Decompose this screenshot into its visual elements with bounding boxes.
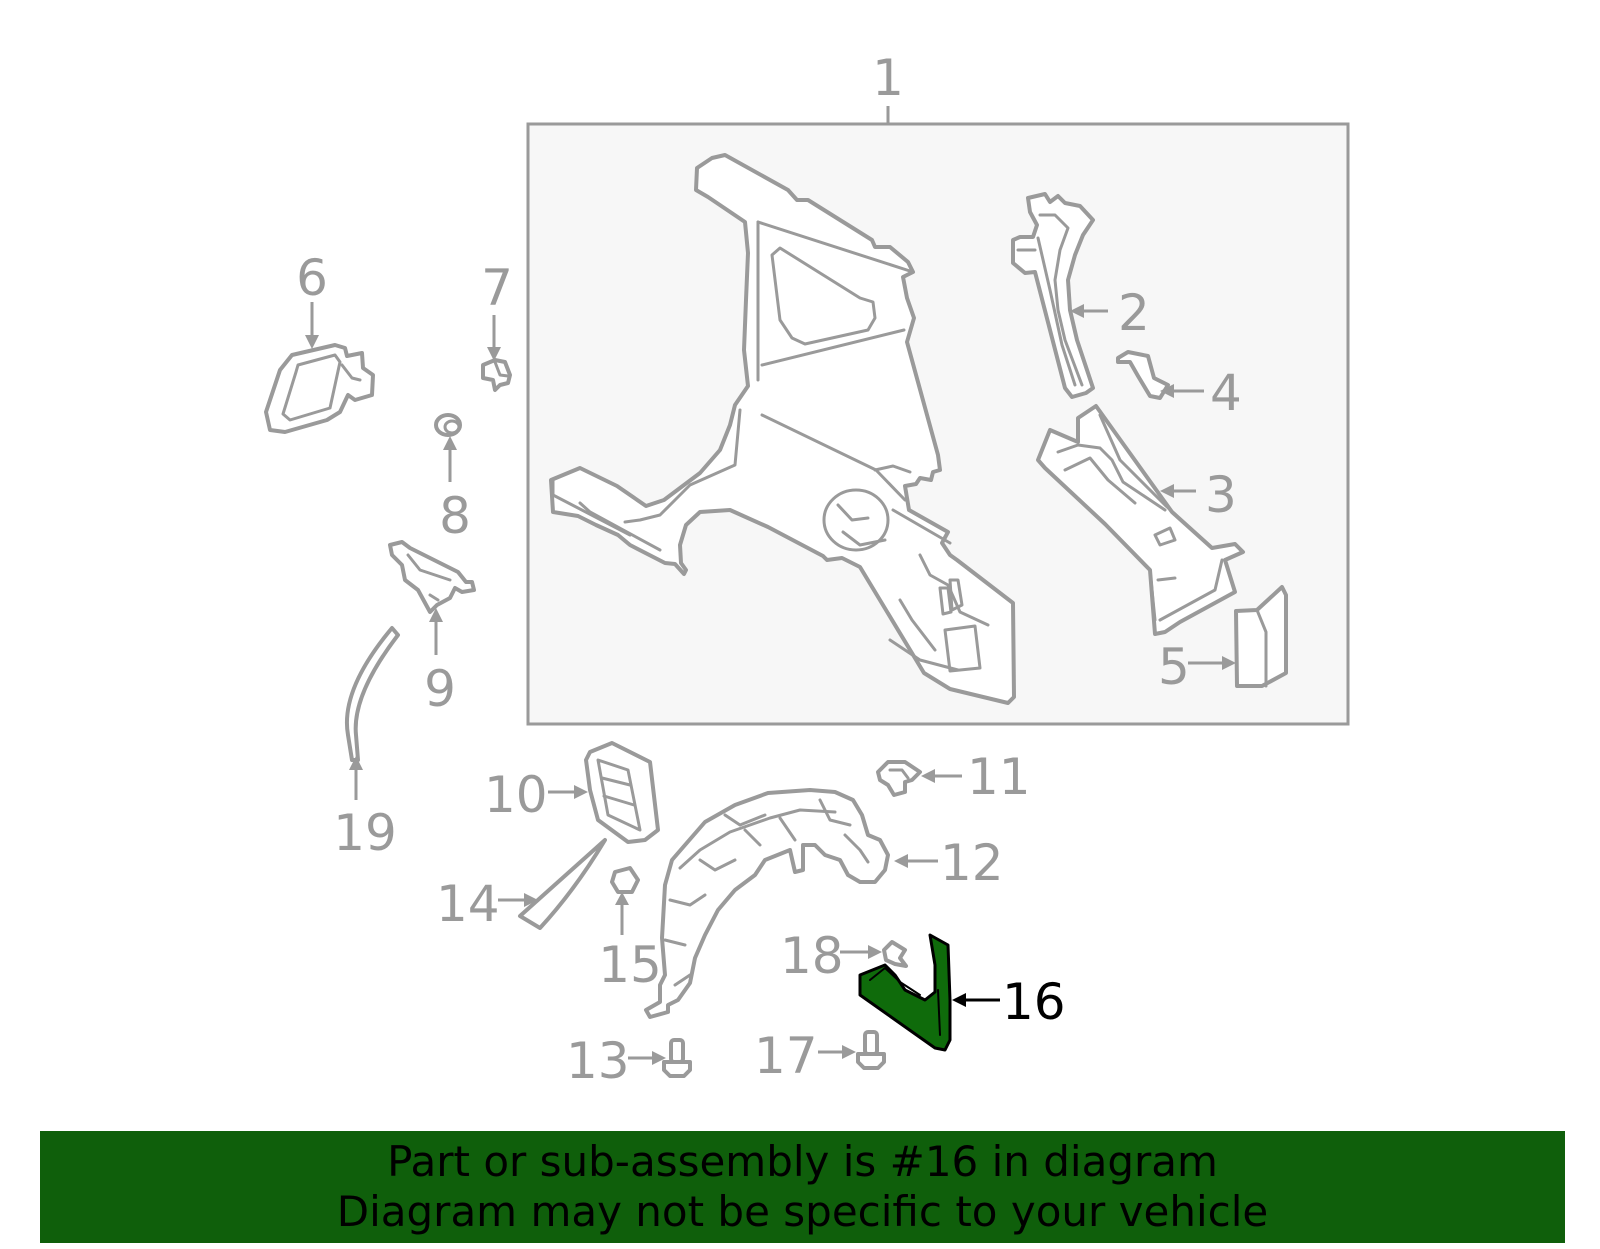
fuel-door-part <box>264 343 375 434</box>
bolt-part-17 <box>856 1030 886 1070</box>
grommet-part <box>434 413 462 437</box>
label-11[interactable]: 11 <box>967 748 1031 806</box>
weatherstrip-part <box>345 626 400 762</box>
arrow-8 <box>443 436 457 450</box>
pillar-reinforcement-part <box>1011 192 1095 399</box>
clip-part-11 <box>876 760 922 797</box>
arrow-12 <box>894 854 908 868</box>
label-15[interactable]: 15 <box>598 936 662 994</box>
wheelhouse-extension-part <box>1036 404 1245 636</box>
arrow-11 <box>921 769 935 783</box>
label-4[interactable]: 4 <box>1210 364 1242 422</box>
clip-part-18 <box>882 940 908 968</box>
arrow-13 <box>652 1051 666 1065</box>
wheelhouse-liner-part <box>644 788 890 1019</box>
mud-flap-edge <box>937 989 941 1036</box>
small-bracket-part <box>1116 350 1170 400</box>
arrow-18 <box>868 945 882 959</box>
fuel-housing-part <box>584 741 660 844</box>
label-14[interactable]: 14 <box>436 875 500 933</box>
arrow-7 <box>487 347 501 361</box>
label-3[interactable]: 3 <box>1205 466 1237 524</box>
hinge-bracket-part <box>388 540 476 614</box>
arrow-19 <box>349 756 363 770</box>
arrow-5 <box>1222 656 1236 670</box>
label-10[interactable]: 10 <box>484 766 548 824</box>
info-banner: Part or sub-assembly is #16 in diagram D… <box>40 1131 1565 1243</box>
label-5[interactable]: 5 <box>1158 638 1190 696</box>
label-13[interactable]: 13 <box>566 1032 630 1090</box>
bolt-part-13 <box>662 1038 692 1078</box>
banner-line-1: Part or sub-assembly is #16 in diagram <box>387 1137 1218 1186</box>
clip-part-7 <box>481 358 512 392</box>
mud-flap-shape[interactable] <box>858 933 952 1052</box>
nut-part-15 <box>610 866 640 894</box>
label-19[interactable]: 19 <box>333 804 397 862</box>
arrow-2 <box>1070 304 1084 318</box>
arrow-14 <box>524 893 538 907</box>
label-7[interactable]: 7 <box>481 259 513 317</box>
mud-flap-detail <box>869 967 921 996</box>
label-8[interactable]: 8 <box>439 487 471 545</box>
label-9[interactable]: 9 <box>424 660 456 718</box>
trim-strip-part <box>518 838 607 930</box>
label-18[interactable]: 18 <box>780 927 844 985</box>
quarter-panel-part <box>549 153 1016 705</box>
arrow-6 <box>305 335 319 349</box>
arrow-17 <box>842 1045 856 1059</box>
arrow-10 <box>574 785 588 799</box>
arrow-9 <box>429 608 443 622</box>
arrow-3 <box>1160 484 1174 498</box>
mud-flap-part-highlighted[interactable] <box>858 933 952 1052</box>
label-17[interactable]: 17 <box>754 1027 818 1085</box>
label-16[interactable]: 16 <box>1002 973 1066 1031</box>
gusset-part <box>1234 585 1288 688</box>
arrow-15 <box>615 892 629 905</box>
label-6[interactable]: 6 <box>296 249 328 307</box>
label-12[interactable]: 12 <box>940 834 1004 892</box>
label-1[interactable]: 1 <box>872 49 904 107</box>
label-2[interactable]: 2 <box>1118 284 1150 342</box>
arrow-16 <box>952 993 966 1007</box>
banner-line-2: Diagram may not be specific to your vehi… <box>336 1187 1269 1236</box>
arrow-4 <box>1160 384 1174 398</box>
